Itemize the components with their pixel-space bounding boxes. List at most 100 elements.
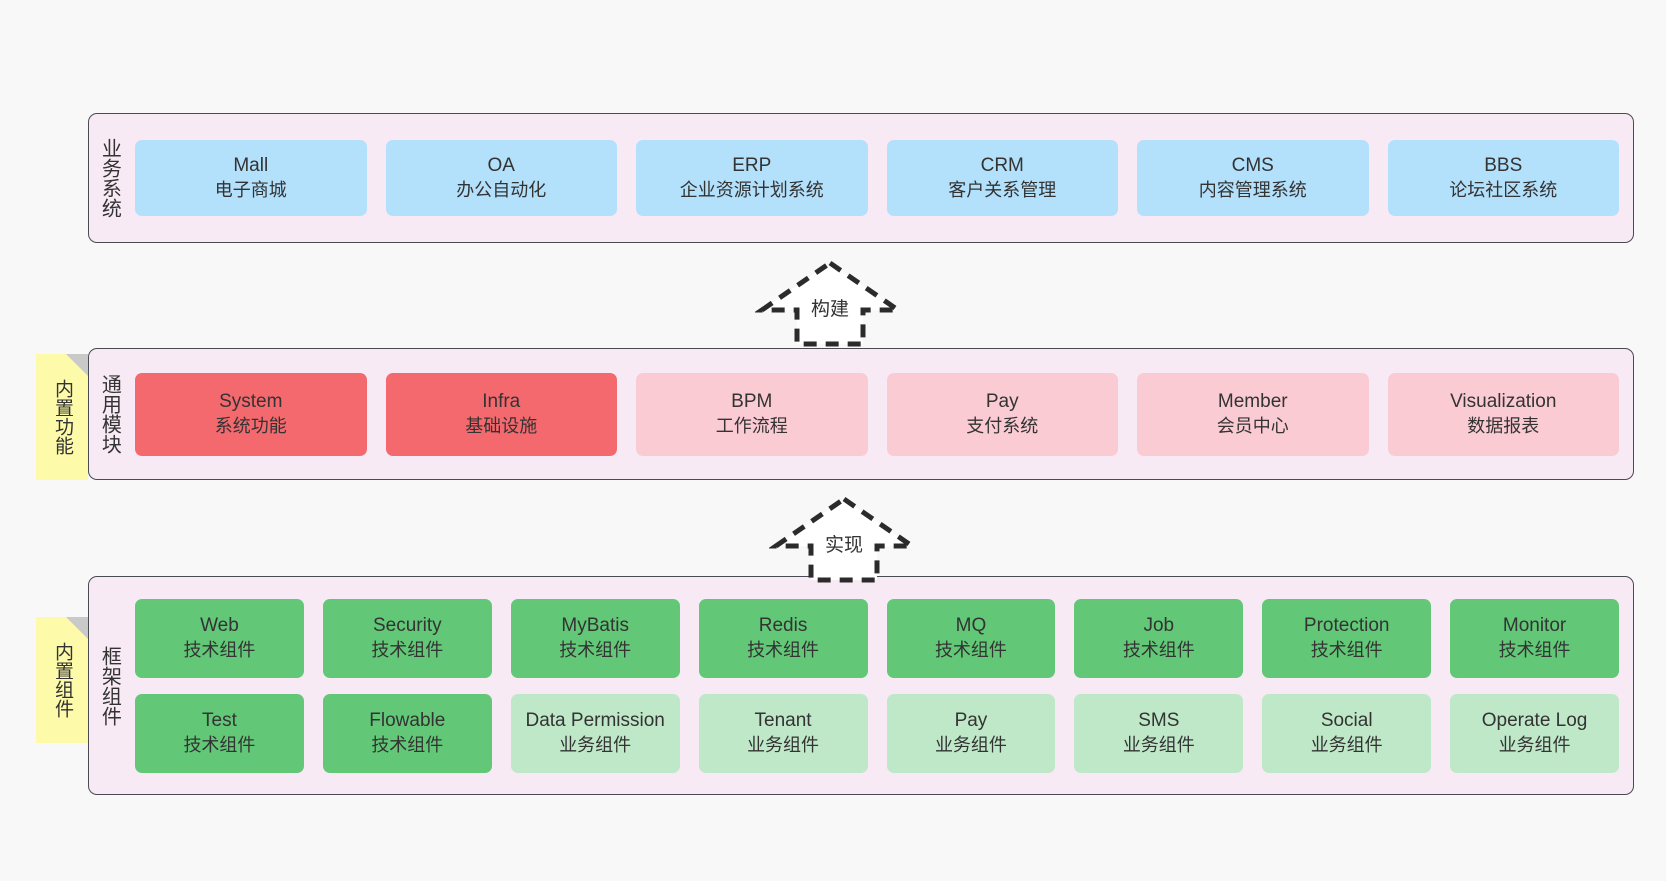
card-title: Visualization <box>1450 391 1557 413</box>
card-row: Mall 电子商城 OA 办公自动化 ERP 企业资源计划系统 CRM 客户关系… <box>135 140 1619 216</box>
layer-common-modules[interactable]: 通用模块 System 系统功能 Infra 基础设施 BPM 工作流程 Pay… <box>88 348 1634 480</box>
card-sms[interactable]: SMS 业务组件 <box>1074 693 1244 773</box>
card-subtitle: 基础设施 <box>465 415 538 436</box>
card-mall[interactable]: Mall 电子商城 <box>135 140 367 216</box>
card-web[interactable]: Web 技术组件 <box>135 598 304 678</box>
card-protection[interactable]: Protection 技术组件 <box>1262 598 1432 678</box>
card-title: Member <box>1217 391 1288 413</box>
card-subtitle: 业务组件 <box>1498 734 1571 755</box>
card-title: Operate Log <box>1481 710 1588 732</box>
layer-title-framework-components: 框架组件 <box>98 645 121 726</box>
card-subtitle: 技术组件 <box>183 734 256 755</box>
card-flowable[interactable]: Flowable 技术组件 <box>322 693 492 773</box>
card-subtitle: 数据报表 <box>1467 415 1540 436</box>
card-operate-log[interactable]: Operate Log 业务组件 <box>1450 693 1619 773</box>
card-title: BBS <box>1484 155 1523 177</box>
card-title: Social <box>1320 710 1373 732</box>
card-subtitle: 办公自动化 <box>456 179 547 200</box>
folded-corner-icon <box>66 617 88 639</box>
card-title: Pay <box>985 391 1019 413</box>
arrow-build: 构建 <box>755 258 905 348</box>
card-subtitle: 论坛社区系统 <box>1449 179 1558 200</box>
card-subtitle: 业务组件 <box>1310 734 1383 755</box>
card-subtitle: 内容管理系统 <box>1198 179 1307 200</box>
card-subtitle: 业务组件 <box>934 734 1007 755</box>
card-monitor[interactable]: Monitor 技术组件 <box>1450 598 1619 678</box>
card-subtitle: 会员中心 <box>1216 415 1289 436</box>
card-infra[interactable]: Infra 基础设施 <box>385 372 617 456</box>
card-tenant[interactable]: Tenant 业务组件 <box>698 693 868 773</box>
card-pay-component[interactable]: Pay 业务组件 <box>886 693 1056 773</box>
card-row: Test 技术组件 Flowable 技术组件 Data Permission … <box>135 693 1619 773</box>
card-title: Job <box>1143 615 1175 637</box>
card-title: Monitor <box>1502 615 1567 637</box>
card-job[interactable]: Job 技术组件 <box>1074 598 1244 678</box>
card-member[interactable]: Member 会员中心 <box>1137 372 1369 456</box>
arrow-build-icon <box>755 259 905 347</box>
card-subtitle: 系统功能 <box>214 415 287 436</box>
sticky-note-builtin-function[interactable]: 内置功能 <box>36 354 88 480</box>
card-subtitle: 客户关系管理 <box>948 179 1057 200</box>
card-subtitle: 支付系统 <box>966 415 1039 436</box>
card-system[interactable]: System 系统功能 <box>135 372 367 456</box>
layer-framework-components[interactable]: 框架组件 Web 技术组件 Security 技术组件 MyBatis 技术组件… <box>88 576 1634 795</box>
card-subtitle: 技术组件 <box>1122 639 1195 660</box>
sticky-note-builtin-component[interactable]: 内置组件 <box>36 617 88 743</box>
card-subtitle: 工作流程 <box>715 415 788 436</box>
card-title: Infra <box>482 391 521 413</box>
card-title: Flowable <box>369 710 446 732</box>
card-title: Redis <box>758 615 808 637</box>
card-bbs[interactable]: BBS 论坛社区系统 <box>1387 140 1619 216</box>
sticky-note-label: 内置组件 <box>52 642 74 718</box>
card-subtitle: 业务组件 <box>747 734 820 755</box>
card-title: Mall <box>233 155 269 177</box>
card-row: System 系统功能 Infra 基础设施 BPM 工作流程 Pay 支付系统… <box>135 372 1619 456</box>
card-title: System <box>219 391 283 413</box>
card-subtitle: 技术组件 <box>1310 639 1383 660</box>
card-title: MyBatis <box>561 615 629 637</box>
layer-body-common-modules: System 系统功能 Infra 基础设施 BPM 工作流程 Pay 支付系统… <box>129 349 1633 479</box>
card-subtitle: 技术组件 <box>747 639 820 660</box>
card-title: Web <box>200 615 239 637</box>
card-subtitle: 技术组件 <box>183 639 256 660</box>
card-test[interactable]: Test 技术组件 <box>135 693 304 773</box>
layer-body-business-system: Mall 电子商城 OA 办公自动化 ERP 企业资源计划系统 CRM 客户关系… <box>129 114 1633 242</box>
card-mq[interactable]: MQ 技术组件 <box>886 598 1056 678</box>
card-subtitle: 技术组件 <box>1498 639 1571 660</box>
layer-title-common-modules: 通用模块 <box>98 374 121 454</box>
card-cms[interactable]: CMS 内容管理系统 <box>1137 140 1369 216</box>
card-subtitle: 电子商城 <box>214 179 287 200</box>
card-title: Test <box>202 710 237 732</box>
card-subtitle: 业务组件 <box>1122 734 1195 755</box>
card-security[interactable]: Security 技术组件 <box>322 598 492 678</box>
layer-title-business-system: 业务系统 <box>98 138 121 218</box>
arrow-implement: 实现 <box>769 494 919 584</box>
card-bpm[interactable]: BPM 工作流程 <box>636 372 868 456</box>
card-visualization[interactable]: Visualization 数据报表 <box>1387 372 1619 456</box>
card-subtitle: 技术组件 <box>934 639 1007 660</box>
card-row: Web 技术组件 Security 技术组件 MyBatis 技术组件 Redi… <box>135 598 1619 678</box>
card-title: SMS <box>1138 710 1180 732</box>
card-data-permission[interactable]: Data Permission 业务组件 <box>510 693 680 773</box>
arrow-implement-icon <box>769 495 919 583</box>
card-title: CMS <box>1231 155 1274 177</box>
layer-business-system[interactable]: 业务系统 Mall 电子商城 OA 办公自动化 ERP 企业资源计划系统 CRM… <box>88 113 1634 243</box>
card-subtitle: 业务组件 <box>559 734 632 755</box>
card-crm[interactable]: CRM 客户关系管理 <box>886 140 1118 216</box>
card-subtitle: 企业资源计划系统 <box>679 179 824 200</box>
card-mybatis[interactable]: MyBatis 技术组件 <box>510 598 680 678</box>
card-redis[interactable]: Redis 技术组件 <box>698 598 868 678</box>
card-title: MQ <box>955 615 987 637</box>
card-title: ERP <box>732 155 772 177</box>
card-social[interactable]: Social 业务组件 <box>1262 693 1432 773</box>
card-title: Protection <box>1303 615 1390 637</box>
card-title: Data Permission <box>525 710 665 732</box>
card-title: Security <box>372 615 442 637</box>
card-erp[interactable]: ERP 企业资源计划系统 <box>636 140 868 216</box>
card-pay-module[interactable]: Pay 支付系统 <box>886 372 1118 456</box>
card-title: Pay <box>954 710 988 732</box>
card-subtitle: 技术组件 <box>371 734 444 755</box>
card-subtitle: 技术组件 <box>371 639 444 660</box>
card-oa[interactable]: OA 办公自动化 <box>385 140 617 216</box>
